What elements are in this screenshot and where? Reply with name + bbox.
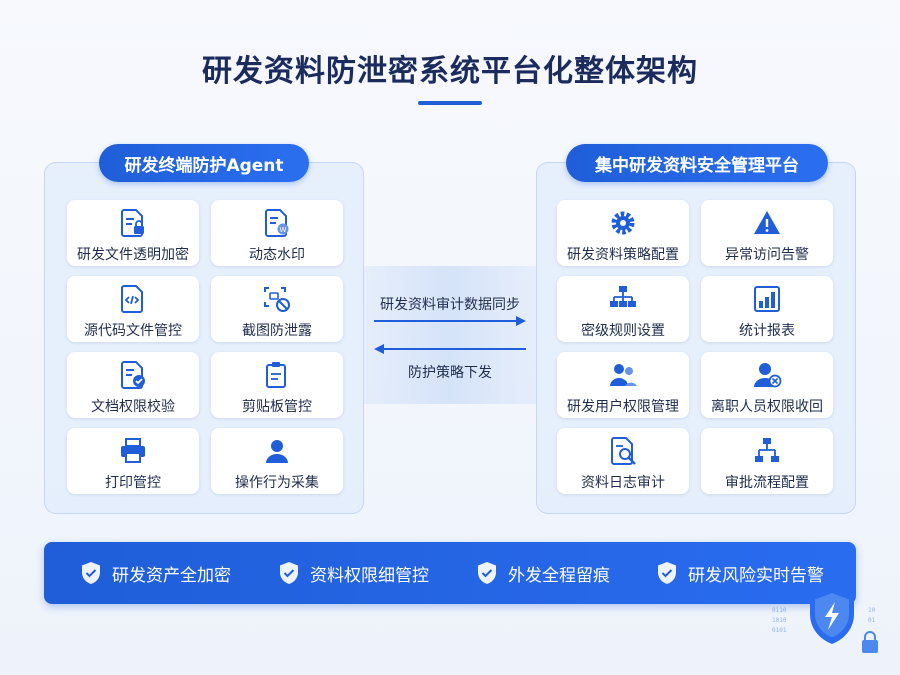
svg-text:1010: 1010 — [772, 617, 787, 624]
flow-band — [364, 266, 536, 404]
shield-check-icon — [280, 562, 298, 584]
agent-item-label: 源代码文件管控 — [84, 323, 182, 339]
shield-check-icon — [658, 562, 676, 584]
platform-item-label: 研发资料策略配置 — [567, 247, 679, 263]
platform-item-user-permission[interactable]: 研发用户权限管理 — [557, 352, 689, 418]
file-search-icon — [611, 437, 636, 465]
platform-item-label: 异常访问告警 — [725, 247, 809, 263]
agent-item-label: 打印管控 — [105, 475, 161, 491]
user-remove-icon — [754, 363, 782, 388]
printer-icon — [121, 438, 145, 463]
warning-icon — [754, 211, 780, 234]
platform-item-classification[interactable]: 密级规则设置 — [557, 276, 689, 342]
feature-bar: 研发资产全加密 资料权限细管控 外发全程留痕 研发风险实时告警 — [44, 542, 856, 604]
svg-text:01: 01 — [868, 617, 876, 624]
title-underline — [418, 101, 482, 105]
agent-item-print[interactable]: 打印管控 — [67, 428, 199, 494]
platform-item-label: 资料日志审计 — [581, 475, 665, 491]
right-arrow-icon — [374, 316, 526, 326]
agent-item-label: 文档权限校验 — [91, 399, 175, 415]
feature-outbound-trace: 外发全程留痕 — [476, 542, 610, 604]
gear-icon — [611, 211, 635, 235]
svg-text:0101: 0101 — [772, 627, 787, 634]
feature-risk-alert: 研发风险实时告警 — [656, 542, 824, 604]
platform-item-alert[interactable]: 异常访问告警 — [701, 200, 833, 266]
feature-label: 研发风险实时告警 — [688, 565, 824, 586]
agent-item-label: 操作行为采集 — [235, 475, 319, 491]
agent-item-watermark[interactable]: W 动态水印 — [211, 200, 343, 266]
policy-flow-label: 防护策略下发 — [408, 365, 492, 381]
bar-chart-icon — [754, 286, 780, 312]
security-shield-icon: 0110 1010 0101 10 01 — [772, 588, 878, 653]
agent-item-behavior[interactable]: 操作行为采集 — [211, 428, 343, 494]
feature-asset-encryption: 研发资产全加密 — [80, 542, 231, 604]
hierarchy-icon — [610, 286, 636, 307]
feature-label: 研发资产全加密 — [112, 565, 231, 586]
platform-item-policy-config[interactable]: 研发资料策略配置 — [557, 200, 689, 266]
platform-item-report[interactable]: 统计报表 — [701, 276, 833, 342]
flow-icon — [755, 438, 779, 462]
left-arrow-icon — [374, 344, 526, 354]
svg-text:W: W — [280, 226, 287, 234]
clipboard-icon — [266, 362, 286, 388]
agent-item-label: 剪贴板管控 — [242, 399, 312, 415]
svg-text:10: 10 — [868, 607, 876, 614]
feature-label: 资料权限细管控 — [310, 565, 429, 586]
screenshot-block-icon — [264, 287, 290, 312]
svg-text:0110: 0110 — [772, 607, 787, 614]
management-panel-title: 集中研发资料安全管理平台 — [566, 144, 828, 182]
file-watermark-icon: W — [265, 209, 289, 237]
platform-item-label: 研发用户权限管理 — [567, 399, 679, 415]
agent-item-label: 研发文件透明加密 — [77, 247, 189, 263]
sync-flow-label: 研发资料审计数据同步 — [380, 297, 520, 313]
agent-item-file-encryption[interactable]: 研发文件透明加密 — [67, 200, 199, 266]
agent-item-source-code[interactable]: 源代码文件管控 — [67, 276, 199, 342]
agent-panel-title: 研发终端防护Agent — [99, 144, 309, 182]
platform-item-label: 审批流程配置 — [725, 475, 809, 491]
platform-item-label: 密级规则设置 — [581, 323, 665, 339]
file-lock-icon — [121, 209, 144, 237]
shield-check-icon — [478, 562, 496, 584]
users-icon — [610, 364, 637, 386]
agent-item-permission-check[interactable]: 文档权限校验 — [67, 352, 199, 418]
platform-item-label: 统计报表 — [739, 323, 795, 339]
agent-item-clipboard[interactable]: 剪贴板管控 — [211, 352, 343, 418]
agent-item-label: 动态水印 — [249, 247, 305, 263]
code-file-icon — [121, 285, 143, 313]
file-check-icon — [121, 361, 145, 389]
platform-item-revoke[interactable]: 离职人员权限收回 — [701, 352, 833, 418]
feature-label: 外发全程留痕 — [508, 565, 610, 586]
platform-item-log-audit[interactable]: 资料日志审计 — [557, 428, 689, 494]
platform-item-label: 离职人员权限收回 — [711, 399, 823, 415]
page-title: 研发资料防泄密系统平台化整体架构 — [202, 54, 698, 89]
platform-item-approval[interactable]: 审批流程配置 — [701, 428, 833, 494]
user-icon — [266, 440, 288, 463]
shield-check-icon — [82, 562, 100, 584]
agent-item-label: 截图防泄露 — [242, 323, 312, 339]
feature-permission-control: 资料权限细管控 — [278, 542, 429, 604]
agent-item-screenshot[interactable]: 截图防泄露 — [211, 276, 343, 342]
